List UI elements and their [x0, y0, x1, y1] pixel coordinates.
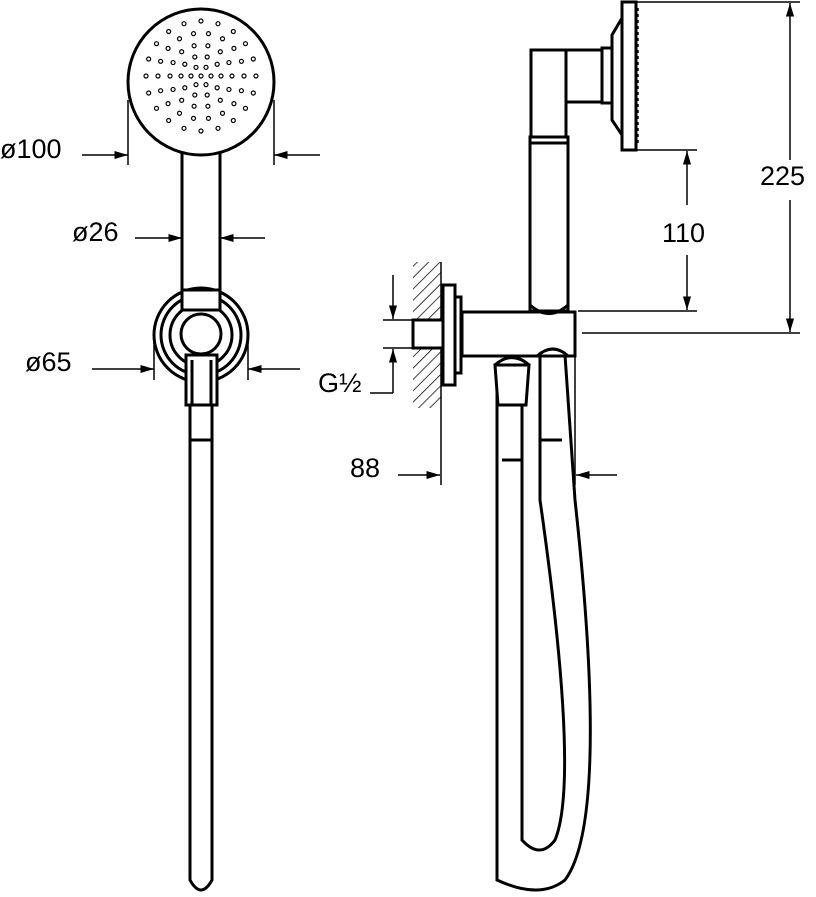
nozzle [193, 64, 199, 70]
dim-thread: G½ [318, 368, 362, 398]
nozzle [181, 125, 187, 131]
nozzle [229, 73, 235, 79]
nozzle [166, 117, 172, 124]
nozzle [192, 54, 198, 60]
nozzle [176, 36, 183, 42]
nozzle [176, 110, 183, 116]
nozzle [182, 85, 188, 91]
nozzle [198, 128, 204, 134]
nozzle [165, 45, 171, 51]
nozzle [231, 45, 237, 51]
shower-head-side [620, 0, 638, 152]
nozzle [241, 73, 247, 79]
dim-total-height: 225 [760, 161, 805, 191]
dim-head-height: 110 [662, 218, 705, 248]
nozzle [204, 54, 210, 60]
handle-front [180, 138, 222, 310]
nozzle [215, 21, 221, 27]
nozzle [215, 125, 221, 131]
nozzle [250, 90, 256, 96]
hose-outer [495, 354, 592, 892]
nozzle [250, 56, 256, 62]
nozzle [179, 97, 185, 103]
hose-inner [520, 355, 567, 852]
dim-handle-diameter: ø26 [72, 217, 119, 247]
nozzle [191, 43, 197, 49]
nozzle [214, 61, 220, 67]
nozzle [231, 101, 237, 107]
nozzle [230, 117, 236, 124]
nozzle [208, 73, 214, 79]
dim-head-diameter: ø100 [0, 134, 62, 164]
nozzle [179, 49, 185, 55]
nozzle [155, 73, 161, 79]
nozzle [190, 115, 197, 121]
nozzle [203, 82, 209, 88]
nozzle [191, 103, 197, 109]
nozzle [214, 85, 220, 91]
nozzle [203, 64, 209, 70]
nozzle [217, 49, 223, 55]
nozzle [253, 73, 259, 79]
nozzle [238, 58, 245, 64]
nozzle [181, 21, 187, 27]
nozzle [153, 105, 160, 111]
nozzle [143, 73, 149, 79]
nozzle [238, 88, 245, 94]
handle-neck [529, 48, 568, 139]
wall-flange [441, 283, 457, 387]
nozzle [205, 31, 212, 37]
nozzle [166, 28, 172, 35]
nozzle [205, 43, 211, 49]
nozzle [157, 58, 164, 64]
dim-projection: 88 [350, 453, 380, 483]
nozzle [242, 105, 249, 111]
nozzle [192, 92, 198, 98]
nozzle [205, 115, 212, 121]
nozzle [217, 97, 223, 103]
nozzle [165, 101, 171, 107]
nozzle [226, 59, 232, 66]
nozzle [204, 92, 210, 98]
nozzle [190, 31, 197, 37]
hose-front [188, 395, 214, 892]
nozzle [170, 86, 176, 93]
nozzle [182, 61, 188, 67]
nozzle [170, 59, 176, 66]
nozzle [146, 90, 152, 96]
nozzles [143, 18, 259, 134]
nozzle [198, 18, 204, 24]
nozzle [205, 103, 211, 109]
handle-side [528, 135, 570, 313]
nozzle [193, 82, 199, 88]
nozzle [230, 28, 236, 35]
nozzle [218, 73, 224, 79]
nozzle [188, 73, 194, 79]
nozzle [167, 73, 173, 79]
nozzle [178, 73, 184, 79]
side-view: 225 110 G½ 88 [318, 0, 805, 892]
nozzle [219, 110, 226, 116]
nozzle [157, 88, 164, 94]
nozzle [242, 41, 249, 47]
dim-holder-diameter: ø65 [25, 347, 72, 377]
nozzle [146, 56, 152, 62]
nozzle [198, 73, 204, 79]
front-view: ø100 ø26 ø65 [0, 7, 320, 892]
nozzle [226, 86, 232, 93]
shower-head-front [126, 7, 276, 157]
nozzle [219, 36, 226, 42]
nozzle [153, 41, 160, 47]
